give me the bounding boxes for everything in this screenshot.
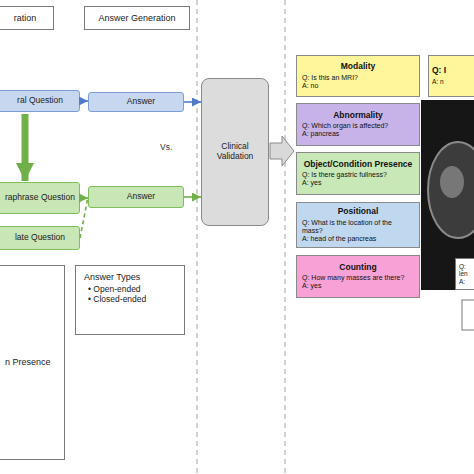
cropped-box (462, 300, 474, 330)
box-text: Q: Is this an MRI? (302, 74, 414, 82)
box-heading: n Presence (5, 357, 51, 367)
box-text: A: yes (302, 179, 414, 187)
category-box: AbnormalityQ: Which organ is affected?A:… (296, 103, 420, 146)
mri-anatomy (428, 142, 474, 238)
box-heading: Answer Generation (98, 13, 175, 23)
box-heading: Abnormality (302, 111, 414, 121)
box-heading: Answer (127, 192, 155, 202)
box-text: A: yes (302, 282, 414, 290)
answer-box: Answer (88, 92, 184, 112)
question-box: late Question (0, 226, 80, 250)
box-text: len (459, 270, 468, 277)
category-box: CountingQ: How many masses are there?A: … (296, 255, 420, 298)
box-heading: Positional (302, 207, 414, 217)
box-text: • Open-ended (84, 285, 141, 295)
mri-organ (440, 166, 464, 198)
connector-arrow (80, 197, 88, 199)
box-heading: Object/Condition Presence (302, 160, 414, 170)
answer-types-box: Answer Types • Open-ended• Closed-ended (75, 265, 185, 335)
block-arrow (270, 136, 294, 166)
validation-box: Clinical Validation (201, 78, 269, 226)
box-heading: Q: I (432, 66, 446, 76)
box-heading: Answer Types (84, 272, 140, 282)
question-box: ral Question (0, 90, 80, 112)
connector-arrow (80, 100, 88, 102)
box-heading: Clinical Validation (206, 142, 264, 162)
box-text: A: head of the pancreas (302, 235, 414, 243)
box-heading: Modality (302, 62, 414, 72)
section-divider (284, 0, 285, 474)
box-text: A: n (432, 78, 444, 85)
box-heading: raphrase Question (5, 193, 75, 203)
question-box: raphrase Question (0, 182, 80, 214)
box-text: A: (459, 278, 465, 285)
answer-box: Answer (88, 186, 184, 208)
section-divider (196, 0, 197, 474)
category-box: Positional Q: What is the location of the… (296, 202, 420, 248)
box-text: Q: What is the location of the mass? (302, 219, 414, 235)
box-text: A: no (302, 82, 414, 90)
connector-arrow (184, 196, 201, 198)
example-box: Q:lenA: (455, 258, 474, 290)
box-heading: ral Question (17, 96, 63, 106)
connector-arrow (184, 101, 201, 103)
category-box: Q: I A: n (428, 55, 474, 97)
box-text: Q: Which organ is affected? (302, 122, 414, 130)
versus-label: Vs. (160, 142, 172, 152)
box-text: • Closed-ended (84, 295, 146, 305)
box-text: Q: Is there gastric fullness? (302, 171, 414, 179)
box-text: A: pancreas (302, 130, 414, 138)
connector-arrow (80, 197, 88, 238)
box-text: Q: How many masses are there? (302, 274, 414, 282)
stage-box: ration (0, 6, 54, 30)
connector-arrow (22, 114, 29, 181)
box-heading: Counting (302, 263, 414, 273)
stage-box: Answer Generation (84, 6, 190, 30)
category-box: Modality Q: Is this an MRI?A: no (296, 55, 420, 97)
category-box: Object/Condition PresenceQ: Is there gas… (296, 152, 420, 195)
box-heading: late Question (15, 233, 65, 243)
question-types-box: n Presence (0, 265, 65, 460)
box-heading: ration (14, 13, 37, 23)
box-heading: Q: (459, 263, 466, 270)
box-heading: Answer (127, 97, 155, 107)
